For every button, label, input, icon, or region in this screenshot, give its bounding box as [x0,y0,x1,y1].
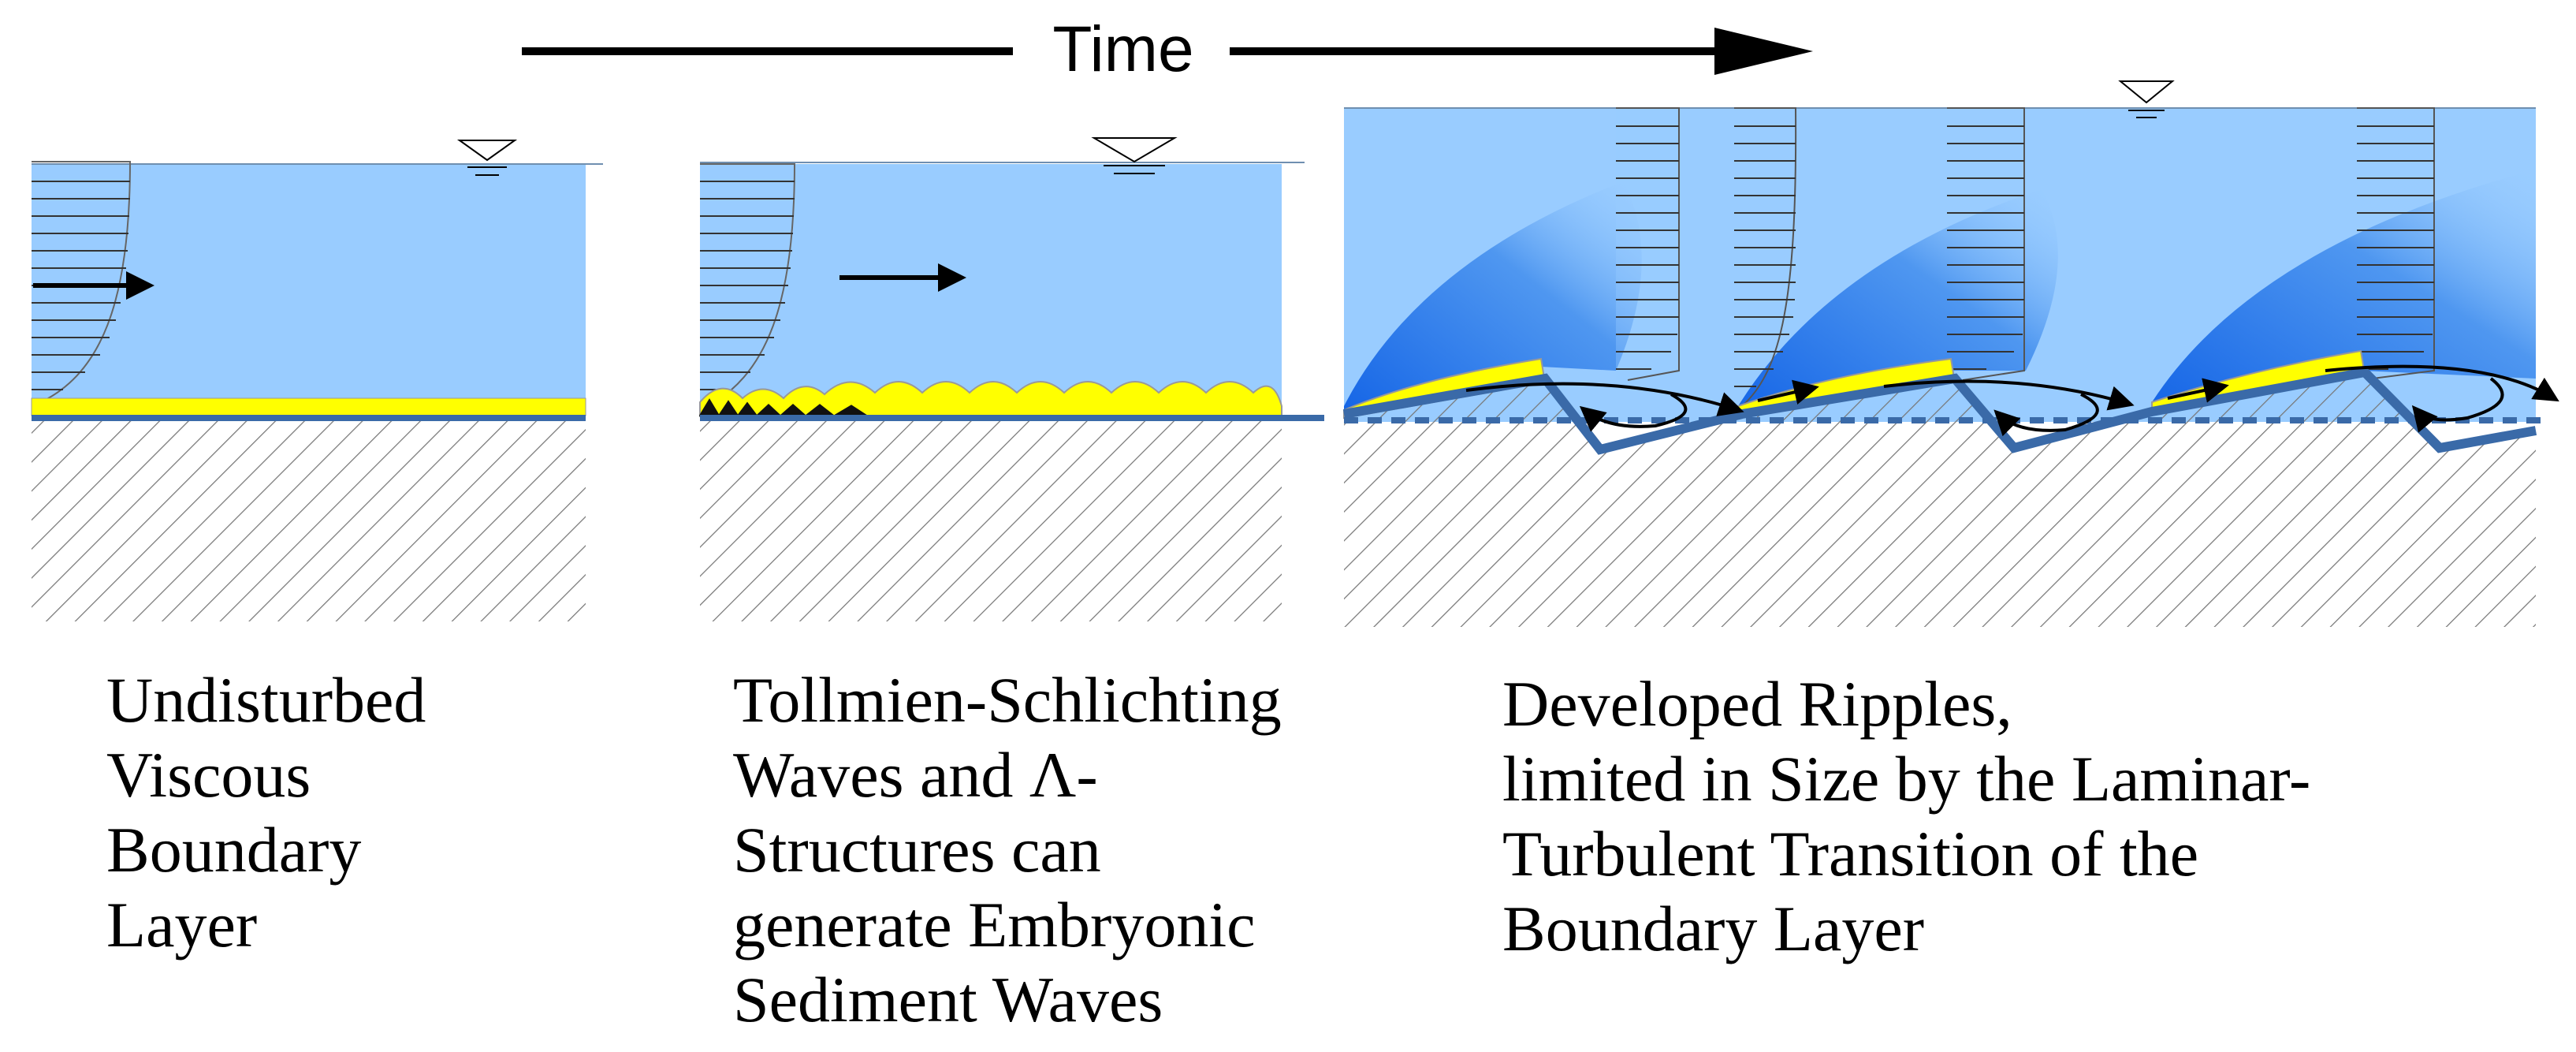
water-level-icon [456,140,518,176]
panel-ripples [1342,80,2559,627]
bed-hatch [32,418,586,621]
water-body [32,164,586,401]
panel-tollmien [698,137,1324,621]
lambda-structures [698,398,868,419]
velocity-profile [2357,107,2435,379]
caption-ripples: Developed Ripples, limited in Size by th… [1502,666,2310,966]
bed-hatch [700,420,1282,621]
water-level-icon [1091,137,1178,174]
water-body [700,164,1282,413]
turbulent-plume [1738,189,2058,414]
caption-line: Boundary [106,814,362,886]
caption-line: Undisturbed [106,664,426,736]
velocity-profile [1947,107,2025,381]
caption-line: generate Embryonic [733,889,1256,961]
time-arrow-head [1714,28,1813,75]
caption-line: Developed Ripples, [1502,668,2012,740]
caption-line: Sediment Waves [733,964,1163,1035]
ripple-bed-line [1342,367,2537,455]
turbulent-plume [2152,170,2536,410]
caption-line: Waves and Λ- [733,739,1098,811]
caption-line: Structures can [733,814,1101,886]
sediment-layer [31,397,586,416]
caption-line: Layer [106,889,258,961]
velocity-profile [1734,107,1797,407]
velocity-profile [1616,107,1680,381]
caption-tollmien: Tollmien-Schlichting Waves and Λ- Struct… [733,662,1282,1037]
panel-undisturbed [31,140,603,621]
caption-line: Viscous [106,739,311,811]
time-axis: Time [522,13,1813,85]
separation-eddy [1465,364,2559,437]
caption-line: Tollmien-Schlichting [733,664,1282,736]
time-label: Time [1052,13,1193,85]
caption-line: Boundary Layer [1502,893,1925,964]
bed-hatch [1344,376,2536,627]
caption-line: limited in Size by the Laminar- [1502,743,2311,815]
water-level-icon [2118,80,2175,118]
caption-line: Turbulent Transition of the [1502,818,2199,890]
caption-undisturbed: Undisturbed Viscous Boundary Layer [106,662,426,962]
sediment-waves [699,381,1282,417]
turbulent-plume [1344,181,1642,414]
